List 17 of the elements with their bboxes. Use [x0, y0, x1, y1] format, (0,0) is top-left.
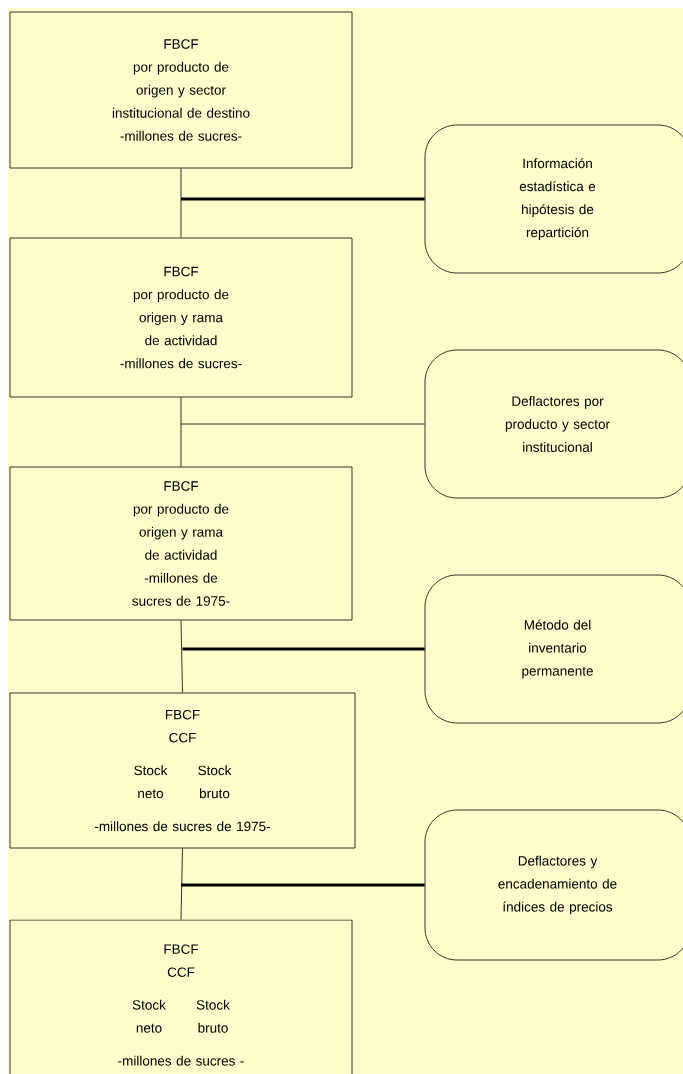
note-box: Deflactores por producto y sector institucional: [424, 349, 683, 499]
connector-line: [180, 397, 182, 467]
connector-line: [180, 168, 182, 238]
note-box: Información estadística e hipótesis de repartición: [424, 124, 683, 274]
connector-line: [181, 197, 425, 201]
note-box: Deflactores y encadenamiento de índices de precios: [424, 809, 683, 961]
process-box: FBCF CCF Stock neto Stock bruto -millones de sucres -: [9, 919, 353, 1074]
process-box: FBCF por producto de origen y rama de actividad -millones de sucres-: [9, 237, 353, 398]
connector-line: [180, 848, 183, 920]
process-box: FBCF por producto de origen y sector institucional de destino -millones de sucres-: [9, 11, 353, 169]
connector-line: [181, 883, 425, 887]
connector-line: [180, 620, 183, 693]
connector-line: [180, 423, 425, 425]
process-box: FBCF CCF Stock neto Stock bruto -millones de sucres de 1975-: [9, 692, 356, 849]
process-box: FBCF por producto de origen y rama de actividad -millones de sucres de 1975-: [9, 466, 353, 621]
note-box: Método del inventario permanente: [424, 574, 683, 724]
connector-line: [182, 647, 425, 651]
